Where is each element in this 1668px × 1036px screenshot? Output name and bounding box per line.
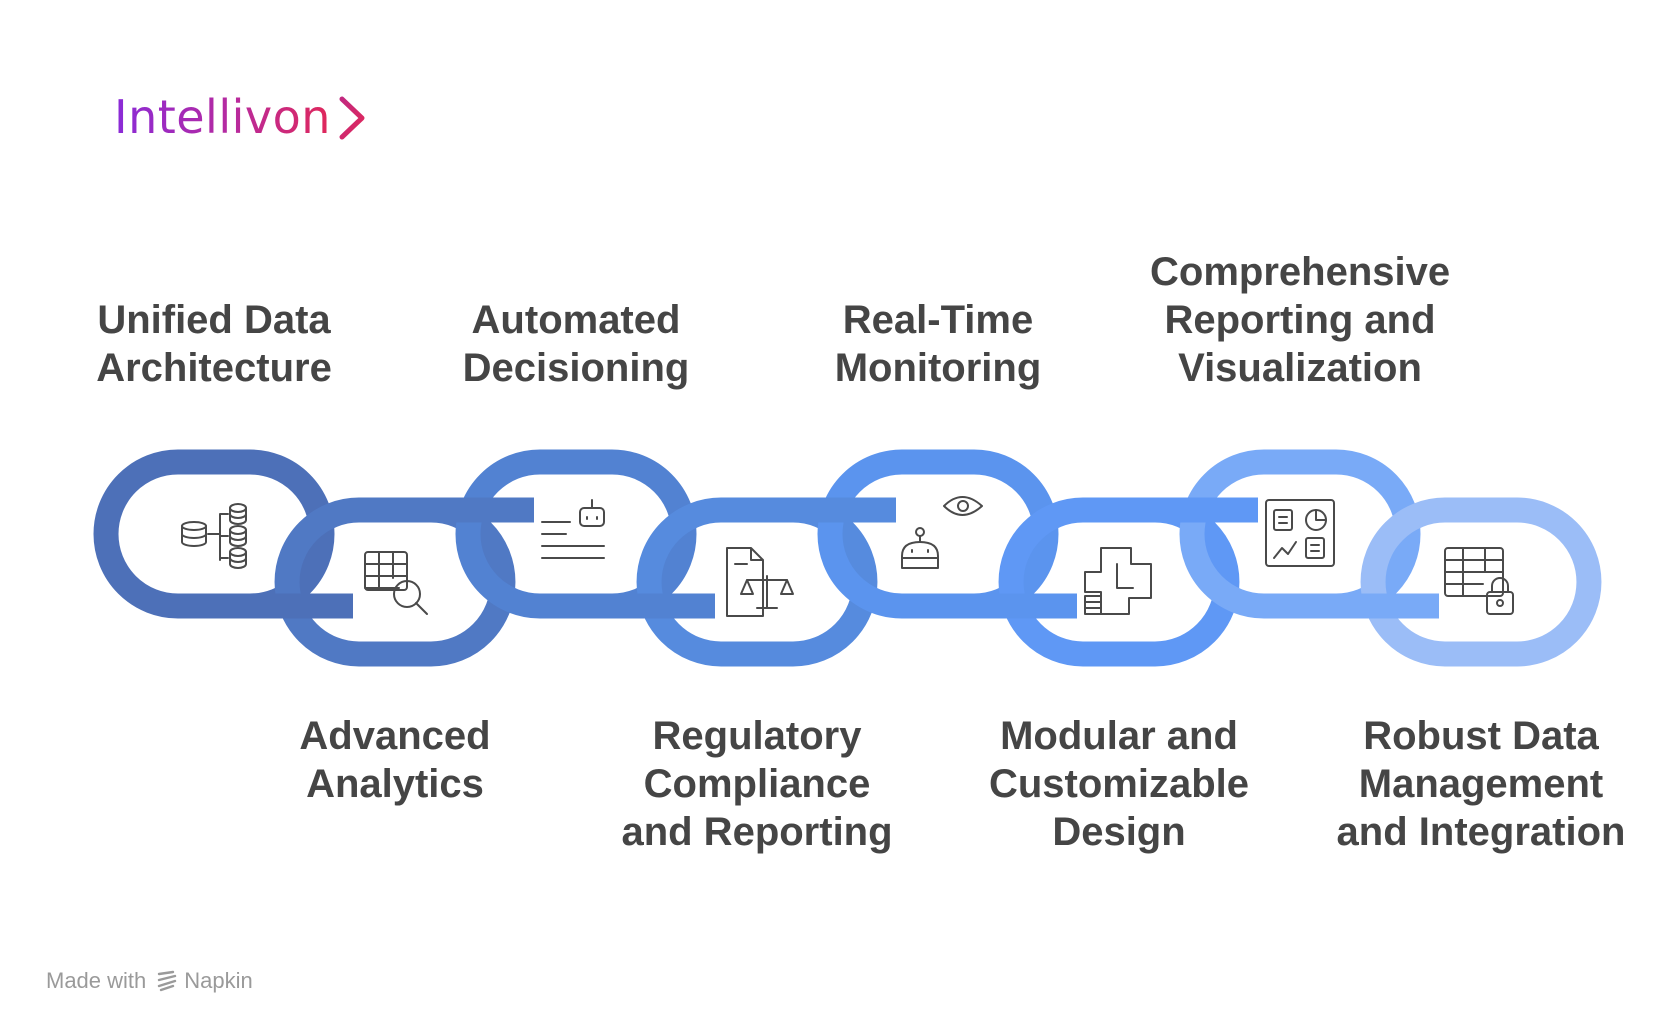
napkin-text: Napkin — [184, 968, 253, 993]
table-lock-icon — [1444, 547, 1514, 615]
brand-logo: Intellivon — [114, 90, 367, 144]
chain-link — [998, 497, 1240, 667]
link-label: Regulatory Compliance and Reporting — [621, 714, 893, 854]
link-label: Robust Data Management and Integration — [1336, 714, 1626, 854]
link-label: Unified Data Architecture — [96, 298, 332, 390]
link-label: Comprehensive Reporting and Visualizatio… — [1150, 250, 1451, 390]
document-scales-icon — [726, 547, 794, 617]
brand-name: Intellivon — [114, 90, 331, 144]
chevron-right-icon — [339, 96, 365, 140]
link-label: Modular and Customizable Design — [988, 714, 1250, 854]
robot-text-icon — [541, 499, 605, 559]
puzzle-blocks-icon — [1084, 547, 1152, 615]
link-label: Advanced Analytics — [299, 714, 491, 806]
napkin-logo-icon — [158, 970, 177, 992]
footer: Made with Napkin — [46, 968, 253, 994]
chain-link — [274, 497, 516, 667]
database-hierarchy-icon — [181, 503, 247, 569]
chain-link — [636, 497, 878, 667]
made-with-text: Made with — [46, 968, 147, 993]
robot-eye-icon — [901, 496, 983, 569]
table-search-icon — [364, 551, 428, 615]
link-label: Real-Time Monitoring — [834, 298, 1042, 390]
chain-link — [1360, 497, 1602, 667]
link-label: Automated Decisioning — [462, 298, 690, 390]
dashboard-icon — [1265, 499, 1335, 567]
